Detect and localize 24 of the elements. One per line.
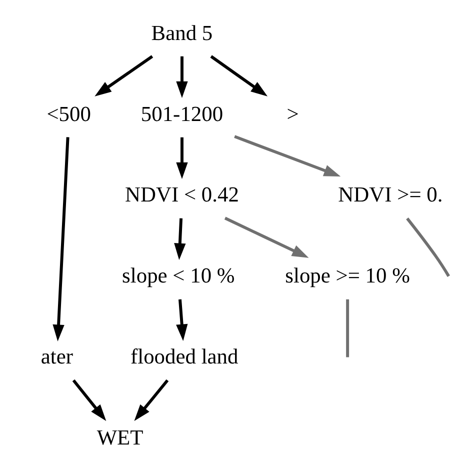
arrow (234, 135, 341, 177)
arrow (176, 299, 188, 342)
node-text: NDVI < 0.42 (125, 182, 239, 207)
node-text: WET (96, 426, 144, 450)
arrow (224, 216, 309, 258)
arrow (52, 137, 70, 342)
arrow (210, 55, 268, 96)
node-text: > (286, 102, 299, 126)
node-text: slope >= 10 % (285, 264, 410, 288)
arrow (176, 137, 188, 180)
arrow (94, 55, 154, 96)
arrow (72, 379, 106, 422)
arrow (134, 379, 169, 421)
arrow (174, 218, 186, 260)
node-text: Band 5 (151, 20, 213, 45)
connector (406, 218, 450, 277)
node-text: ater (40, 344, 73, 369)
node-text: <500 (46, 102, 91, 126)
arrow (176, 56, 188, 98)
node-text: NDVI >= 0. (338, 182, 443, 207)
node-text: flooded land (130, 344, 238, 369)
node-text: slope < 10 % (122, 264, 235, 288)
connector (346, 299, 350, 358)
node-text: 501-1200 (140, 102, 224, 126)
